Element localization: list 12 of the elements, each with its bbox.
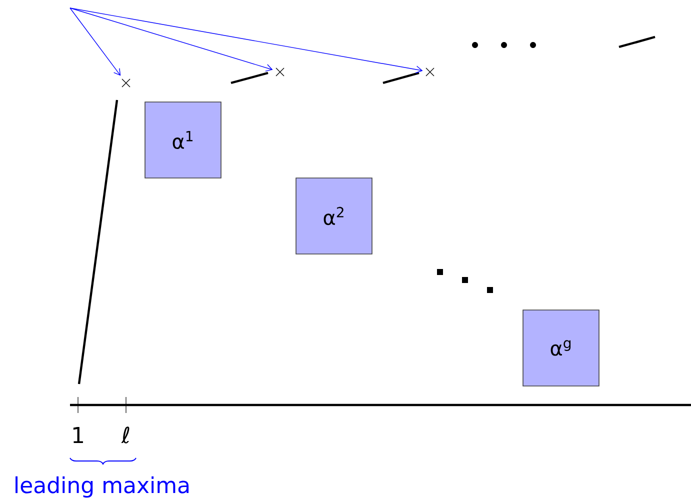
formula-box: α$^{g}$ bbox=[522, 310, 600, 386]
arrow bbox=[70, 8, 423, 74]
cross-mark bbox=[276, 68, 284, 76]
formula-box: α$^{1}$ bbox=[144, 102, 222, 178]
cross-mark bbox=[122, 78, 130, 88]
axis-number: 1 bbox=[73, 426, 83, 443]
axis-letter: ℓ bbox=[121, 426, 130, 444]
formula-box: α$^{2}$ bbox=[296, 178, 372, 254]
arrow bbox=[70, 8, 273, 72]
cross-mark bbox=[426, 68, 434, 76]
brace-label: leading maxima bbox=[16, 476, 189, 498]
arrow bbox=[70, 8, 121, 76]
